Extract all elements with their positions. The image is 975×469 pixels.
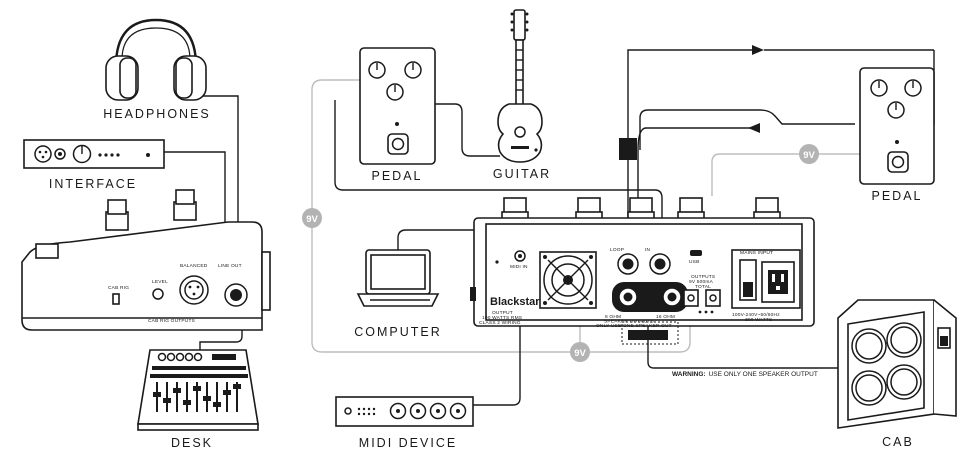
left-pedal: [359, 47, 436, 165]
midi-device: [335, 396, 474, 427]
headphones-icon: [105, 18, 207, 101]
ohm8-label: 8 OHM: [605, 314, 621, 320]
headphones-label: HEADPHONES: [103, 107, 211, 121]
power-badge-right: 9V: [799, 144, 819, 164]
left-pedal-label: PEDAL: [372, 169, 423, 183]
output-label-2: 100 WATTS RMS: [482, 315, 522, 321]
warning-text: USE ONLY ONE SPEAKER OUTPUT: [709, 371, 818, 378]
midi-in-label: MIDI IN: [510, 264, 528, 270]
warning-note: WARNING:USE ONLY ONE SPEAKER OUTPUT: [672, 371, 818, 378]
cable-plug-icon: [619, 138, 637, 160]
power-badge-bottom: 9V: [570, 342, 590, 362]
power-badge-left-text: 9V: [306, 214, 318, 225]
usb-label: USB: [689, 259, 699, 265]
loop-in-label: IN: [645, 247, 651, 253]
desk-label: DESK: [171, 436, 213, 450]
fan-grille: [539, 251, 597, 309]
power-badge-left: 9V: [302, 208, 322, 228]
cab-rig-outputs-label: CAB RIG OUTPUTS: [148, 318, 195, 324]
midi-device-label: MIDI DEVICE: [359, 436, 457, 450]
cab-rig-label: CAB RIG: [108, 285, 129, 291]
interface-label: INTERFACE: [49, 177, 137, 191]
warning-bold: WARNING:: [672, 371, 706, 378]
output-label-1: OUTPUT: [492, 310, 513, 316]
mixing-desk: [137, 349, 259, 431]
line-out-label: LINE OUT: [218, 263, 242, 269]
speaker-outputs-label: SPEAKER OUTPUTS: [604, 319, 654, 325]
mains-watts-label: 300 WATTS: [745, 317, 772, 323]
output-label-3: CLASS 2 WIRING: [479, 320, 521, 326]
brand-logo: Blackstar: [490, 296, 540, 308]
amp-head: MIDI IN LOOP IN USB 8 OHM 16 OHM SPEAKER…: [470, 197, 815, 345]
power-outputs-label-1: OUTPUTS: [691, 274, 715, 280]
ohm16-label: 16 OHM: [656, 314, 675, 320]
cab-rig-switch[interactable]: [112, 293, 120, 305]
power-outputs-label-2: 9V 500mA: [689, 279, 714, 285]
level-label: LEVEL: [152, 279, 168, 285]
computer-label: COMPUTER: [354, 325, 442, 339]
power-badge-right-text: 9V: [803, 150, 815, 161]
laptop-icon: [356, 249, 440, 307]
audio-interface: [23, 139, 165, 169]
power-badge-bottom-text: 9V: [574, 348, 586, 359]
guitar-icon: [497, 9, 543, 163]
signal-cables: [164, 45, 935, 406]
speaker-cab: [837, 299, 957, 429]
right-pedal: [859, 67, 935, 185]
loop-label: LOOP: [610, 247, 624, 253]
balanced-label: BALANCED: [180, 263, 208, 269]
mains-input-label: MAINS INPUT: [740, 250, 773, 256]
right-pedal-label: PEDAL: [872, 189, 923, 203]
mains-voltage-label: 100V-240V~50/60Hz: [732, 312, 780, 318]
level-knob[interactable]: [152, 288, 164, 300]
guitar-label: GUITAR: [493, 167, 551, 181]
usb-port[interactable]: [690, 250, 702, 256]
power-outputs-label-3: TOTAL: [695, 284, 711, 290]
only-one-label: ONLY USE ONE SPEAKER OUT: [596, 323, 672, 329]
cab-label: CAB: [882, 435, 914, 449]
cab-rig-unit: CAB RIG LEVEL BALANCED LINE OUT CAB RIG …: [21, 189, 271, 331]
